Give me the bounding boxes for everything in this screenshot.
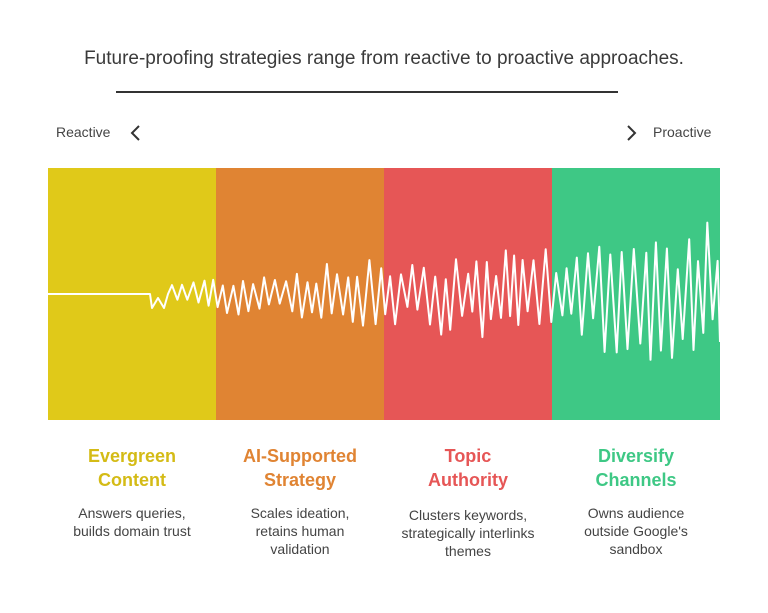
stage-description: Answers queries, builds domain trust bbox=[73, 505, 191, 539]
stage-diversify: Diversify Channels Owns audience outside… bbox=[552, 444, 720, 558]
stage-evergreen: Evergreen Content Answers queries, build… bbox=[48, 444, 216, 540]
chevron-right-icon bbox=[627, 125, 637, 141]
signal-wave bbox=[48, 221, 720, 361]
axis-left-label: Reactive bbox=[56, 124, 111, 140]
axis-right-label: Proactive bbox=[653, 124, 712, 140]
stage-title: Topic Authority bbox=[428, 446, 508, 490]
stage-title: Diversify Channels bbox=[595, 446, 677, 490]
stage-description: Clusters keywords, strategically interli… bbox=[401, 507, 535, 559]
title-divider bbox=[116, 91, 618, 93]
stage-title: Evergreen Content bbox=[87, 446, 177, 490]
stage-description: Scales ideation, retains human validatio… bbox=[250, 505, 350, 557]
stage-title: AI-Supported Strategy bbox=[243, 446, 357, 490]
stage-topic-authority: Topic Authority Clusters keywords, strat… bbox=[384, 444, 552, 560]
stage-description: Owns audience outside Google's sandbox bbox=[584, 505, 688, 557]
page-title: Future-proofing strategies range from re… bbox=[84, 48, 684, 69]
chevron-left-icon bbox=[130, 125, 140, 141]
stage-ai-supported: AI-Supported Strategy Scales ideation, r… bbox=[216, 444, 384, 558]
wave-line bbox=[48, 221, 720, 361]
band-topic-authority bbox=[384, 168, 552, 420]
